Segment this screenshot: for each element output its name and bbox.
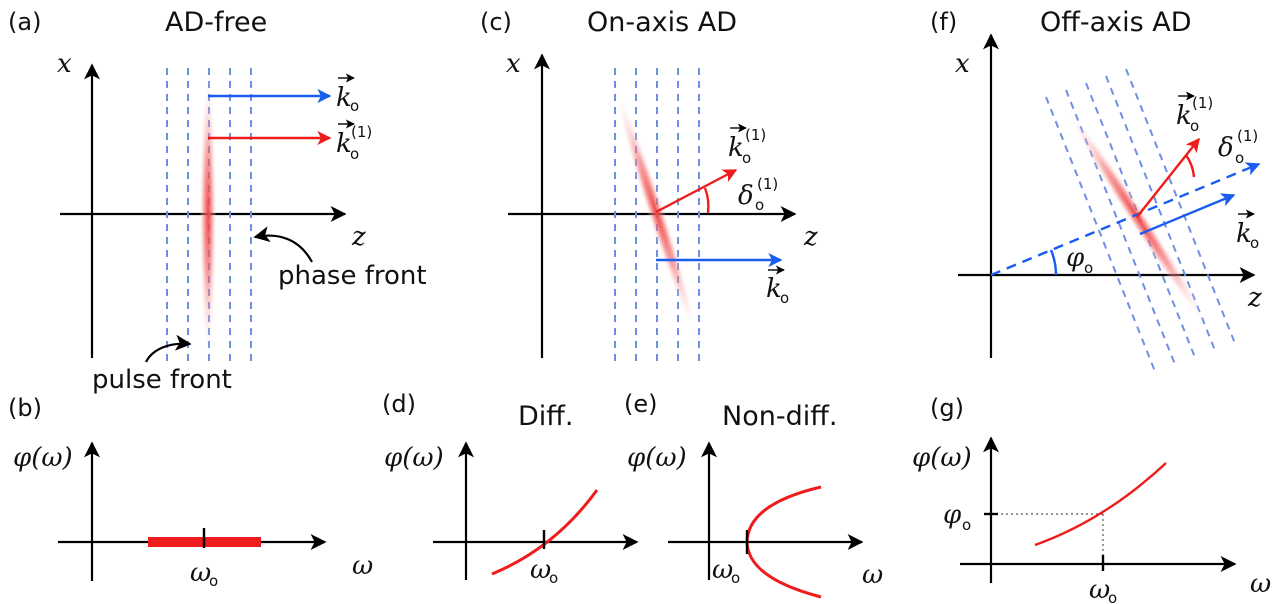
panel-f-k-arrow xyxy=(1139,193,1236,236)
panel-a-k1-label: k o (1) xyxy=(336,119,372,163)
svg-text:δ: δ xyxy=(1218,133,1234,163)
panel-c-k1-label: k o (1) xyxy=(728,123,766,167)
panel-f-k-label: k o xyxy=(1236,209,1259,252)
svg-text:k: k xyxy=(1236,219,1252,249)
panel-d-tick-label: ω o xyxy=(530,555,558,587)
panel-e-x-label: ω xyxy=(862,560,883,590)
panel-a: (a) AD-free x z k o k o (1) phase front xyxy=(8,7,427,395)
svg-text:o: o xyxy=(731,569,740,587)
svg-text:ω: ω xyxy=(712,555,733,585)
panel-b-label: (b) xyxy=(8,394,42,422)
panel-a-title: AD-free xyxy=(165,7,267,38)
panel-e: (e) Non-diff. φ(ω) ω ω o xyxy=(624,390,883,599)
svg-text:o: o xyxy=(742,149,751,167)
panel-f-phi-label: φ o xyxy=(1066,243,1093,277)
svg-text:δ: δ xyxy=(738,181,754,211)
svg-text:(1): (1) xyxy=(1192,94,1213,112)
svg-text:o: o xyxy=(350,145,359,163)
panel-c-label: (c) xyxy=(480,8,512,36)
panel-c: (c) On-axis AD x z k o (1) δ o (1) xyxy=(480,7,818,362)
svg-text:k: k xyxy=(766,274,782,304)
panel-g-y-label: φ(ω) xyxy=(912,443,972,473)
panel-d-label: (d) xyxy=(382,390,416,418)
svg-text:o: o xyxy=(549,569,558,587)
panel-f-label: (f) xyxy=(930,8,957,36)
panel-c-x-label: x xyxy=(506,49,521,79)
panel-a-k-label: k o xyxy=(336,73,359,115)
svg-text:o: o xyxy=(962,516,971,534)
panel-f: (f) Off-axis AD x z k o (1) δ o (1) xyxy=(930,7,1262,375)
panel-b-x-label: ω xyxy=(352,551,373,581)
svg-text:ω: ω xyxy=(190,558,211,588)
panel-a-pulse-front-pointer xyxy=(145,334,192,363)
svg-text:ω: ω xyxy=(1089,575,1110,604)
panel-f-delta-arc xyxy=(1184,154,1196,178)
svg-text:o: o xyxy=(1250,234,1259,252)
svg-text:o: o xyxy=(755,196,764,214)
panel-f-z-label: z xyxy=(1247,283,1262,313)
panel-b-y-label: φ(ω) xyxy=(13,443,73,473)
panel-c-k-label: k o xyxy=(766,265,789,307)
svg-text:(1): (1) xyxy=(745,126,766,144)
panel-g-x-label: ω xyxy=(1250,569,1271,599)
panel-f-delta-label: δ o (1) xyxy=(1218,127,1258,167)
svg-text:o: o xyxy=(1084,259,1093,277)
panel-c-delta-arc xyxy=(703,187,710,214)
panel-c-z-label: z xyxy=(803,222,818,252)
panel-d-y-label: φ(ω) xyxy=(384,443,444,473)
svg-text:k: k xyxy=(336,129,352,159)
panel-g-ytick-label: φ o xyxy=(943,500,971,534)
panel-c-k1-arrow xyxy=(655,168,738,214)
panel-a-label: (a) xyxy=(8,8,41,36)
panel-f-title: Off-axis AD xyxy=(1040,7,1192,38)
panel-f-axis-direction xyxy=(990,162,1261,277)
svg-text:ω: ω xyxy=(530,555,551,585)
panel-a-pulse-front-label: pulse front xyxy=(92,365,232,395)
panel-c-delta-label: δ o (1) xyxy=(738,175,778,214)
panel-e-title: Non-diff. xyxy=(722,401,837,432)
svg-text:o: o xyxy=(1108,589,1117,604)
panel-e-label: (e) xyxy=(624,390,658,418)
svg-text:o: o xyxy=(1235,149,1244,167)
panel-a-pulse xyxy=(199,70,217,360)
panel-a-z-label: z xyxy=(351,222,366,252)
svg-text:φ: φ xyxy=(1066,243,1085,273)
panel-a-phase-front-pointer xyxy=(253,226,313,263)
svg-text:o: o xyxy=(780,289,789,307)
svg-text:k: k xyxy=(336,83,352,113)
svg-text:o: o xyxy=(209,572,218,590)
panel-f-x-label: x xyxy=(955,49,970,79)
svg-text:k: k xyxy=(728,133,744,163)
svg-text:(1): (1) xyxy=(757,175,778,193)
panel-f-phi-arc xyxy=(1049,249,1058,276)
svg-text:o: o xyxy=(350,97,359,115)
svg-text:k: k xyxy=(1176,101,1192,131)
panel-a-x-label: x xyxy=(57,49,72,79)
panel-c-title: On-axis AD xyxy=(587,7,737,38)
panel-d-title: Diff. xyxy=(518,401,573,432)
panel-b-tick-label: ω o xyxy=(190,558,218,590)
svg-text:(1): (1) xyxy=(1237,127,1258,145)
svg-text:φ: φ xyxy=(943,500,962,530)
panel-d-curve xyxy=(491,489,599,576)
panel-g-label: (g) xyxy=(930,394,964,422)
svg-text:o: o xyxy=(1190,117,1199,135)
panel-e-y-label: φ(ω) xyxy=(627,443,687,473)
panel-a-phase-front-label: phase front xyxy=(278,261,427,291)
panel-f-k1-arrow xyxy=(1136,137,1200,218)
panel-e-tick-label: ω o xyxy=(712,555,740,587)
panel-g-xtick-label: ω o xyxy=(1089,575,1117,604)
svg-text:(1): (1) xyxy=(351,123,372,141)
panel-b: (b) φ(ω) ω ω o xyxy=(8,394,373,590)
panel-f-k1-label: k o (1) xyxy=(1176,91,1213,135)
panel-g: (g) φ(ω) ω φ o ω o xyxy=(912,394,1271,604)
panel-g-curve xyxy=(1034,462,1167,547)
panel-d: (d) Diff. φ(ω) ω o xyxy=(382,390,639,587)
